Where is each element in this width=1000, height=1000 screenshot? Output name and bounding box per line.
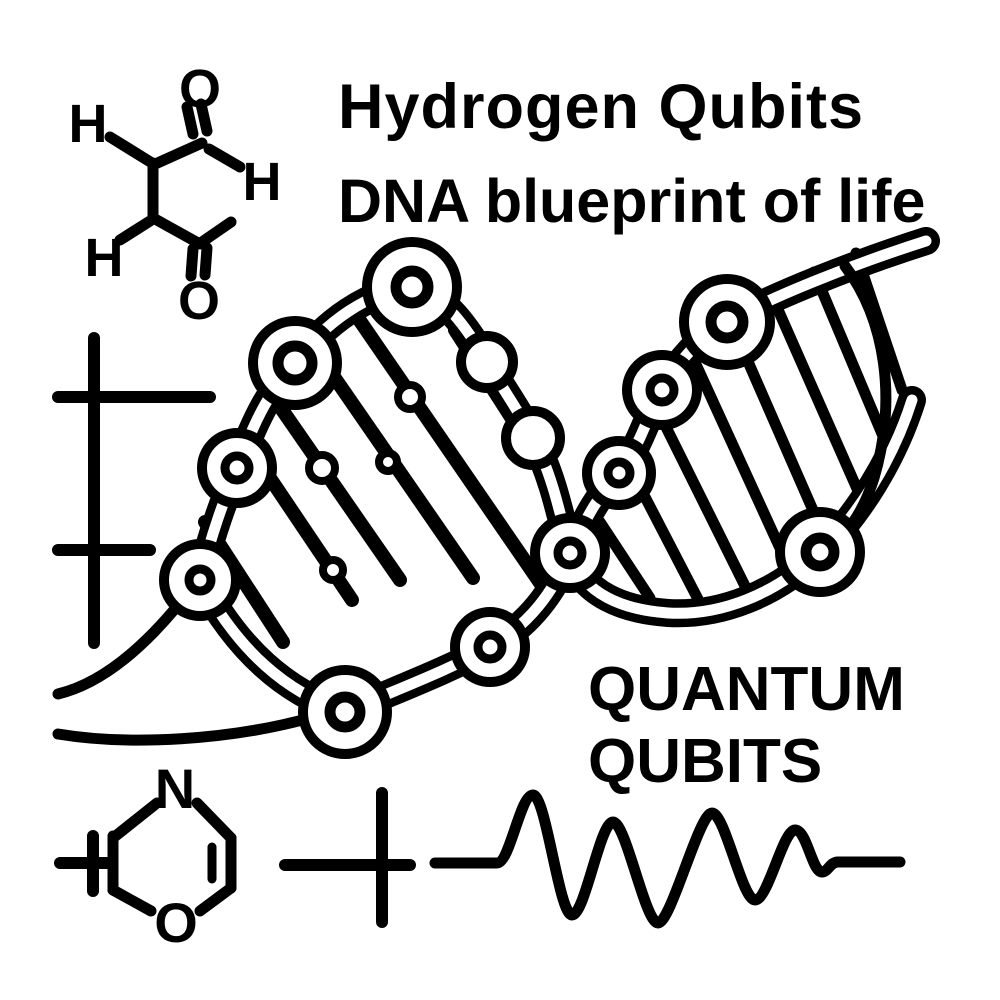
dna-rung (766, 290, 868, 506)
double-bond (199, 242, 213, 281)
wave-path (429, 789, 906, 929)
double-bond (195, 98, 213, 137)
dna-bead-center (272, 340, 318, 386)
dna-rung (808, 266, 894, 454)
bond (147, 137, 208, 171)
dna-rung (654, 409, 754, 598)
ring-bond (194, 882, 237, 917)
double-bond (181, 101, 199, 140)
dna-rung (594, 516, 656, 604)
bond (203, 143, 246, 173)
waveform-icon (429, 789, 906, 929)
bond (196, 216, 237, 248)
atom-label-h-left: H (69, 94, 108, 154)
dna-strand-cut-end (52, 712, 316, 746)
dna-bead-center (473, 630, 507, 664)
quantum-caption: QUANTUM QUBITS (588, 655, 905, 796)
dna-rung-circle (305, 451, 339, 485)
dna-rung-circle (394, 381, 426, 413)
atom-label-h-bottom: H (85, 228, 124, 288)
bond (149, 213, 206, 250)
dna-bead-center (705, 300, 749, 344)
ring-bond (191, 797, 237, 844)
atom-label-n: N (155, 757, 195, 820)
dna-rung (688, 354, 796, 576)
dna-bead-center (324, 691, 366, 733)
atom-label-o-ring: O (154, 891, 198, 954)
dna-beads (159, 237, 865, 759)
bond (104, 131, 158, 169)
atom-label-o-top: O (179, 59, 221, 119)
heading-line-1: Hydrogen Qubits (338, 72, 864, 142)
left-cross-marker (52, 332, 216, 649)
bottom-cross-marker (279, 787, 416, 928)
atom-label-o-bottom: O (178, 271, 220, 331)
dna-rung-circles (305, 381, 426, 584)
dna-bead-center (553, 536, 587, 570)
dna-bead-center (220, 451, 254, 485)
dna-bead-center (800, 532, 840, 572)
plus-marker (54, 830, 118, 897)
dna-helix-icon (52, 227, 940, 759)
ring-bond (107, 797, 163, 844)
dna-bead-center (390, 265, 434, 309)
dna-bead-plain (501, 406, 565, 470)
heading-line-2: DNA blueprint of life (338, 167, 925, 235)
dna-bead-plain (456, 331, 518, 393)
dna-rung-circle (375, 449, 401, 475)
ring-bond (107, 884, 157, 917)
dna-rung-circle (319, 556, 347, 584)
dna-strand-cut-end (52, 604, 180, 700)
dna-bead-center (603, 457, 635, 489)
atom-label-h-right: H (243, 152, 282, 212)
aldehyde-molecule-icon: H H H O O (69, 59, 282, 331)
caption-line-1: QUANTUM (588, 655, 905, 724)
heading: Hydrogen Qubits DNA blueprint of life (338, 72, 925, 235)
dna-bead-center (645, 373, 679, 407)
caption-line-2: QUBITS (588, 727, 822, 796)
double-bond (185, 243, 199, 282)
oxazine-ring-icon: N O (54, 757, 237, 954)
bond (114, 215, 156, 246)
dna-bead-center (184, 564, 216, 596)
dna-rung (351, 311, 552, 597)
